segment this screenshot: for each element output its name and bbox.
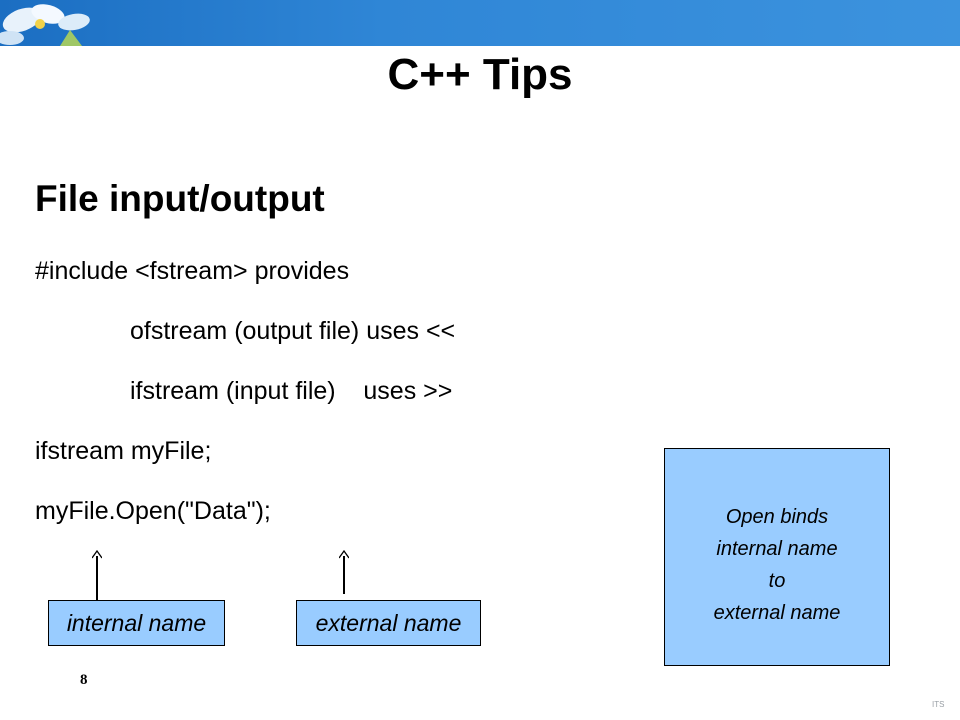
section-heading: File input/output <box>35 178 325 219</box>
note-box: Open binds internal name to external nam… <box>664 448 890 666</box>
text-line-ifstream: ifstream (input file) uses >> <box>130 377 453 405</box>
flower-decoration-icon <box>0 4 90 46</box>
text-line-include: #include <fstream> provides <box>35 257 350 285</box>
footer-logo: ITS <box>932 700 945 709</box>
note-text: Open binds internal name to external nam… <box>713 506 841 624</box>
text-line-declaration: ifstream myFile; <box>35 437 212 465</box>
up-arrow-internal-icon <box>92 550 102 600</box>
text-line-ofstream: ofstream (output file) uses << <box>130 317 456 345</box>
page-number: 8 <box>80 672 88 688</box>
slide-title: C++ Tips <box>387 50 573 99</box>
text-line-open-call: myFile.Open("Data"); <box>35 497 271 525</box>
up-arrow-external-icon <box>339 550 349 595</box>
internal-name-label: internal name <box>48 600 225 646</box>
external-name-label: external name <box>296 600 481 646</box>
header-banner <box>0 0 960 46</box>
